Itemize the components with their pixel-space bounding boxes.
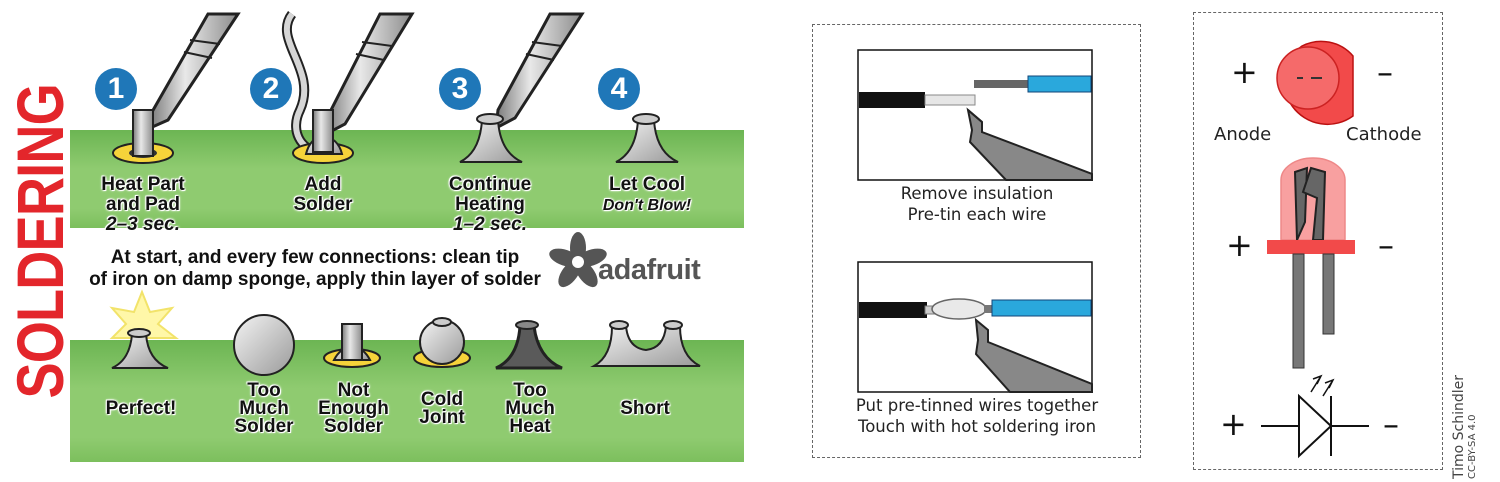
defect-label-cold-joint: Cold Joint (419, 389, 465, 428)
anode-label: Anode (1214, 124, 1272, 145)
iron-step-2 (324, 12, 415, 137)
iron-step-1 (148, 12, 241, 131)
step-4-number: 4 (598, 68, 640, 110)
defect-label-perfect: Perfect! (105, 398, 177, 419)
adafruit-logo-text: adafruit (598, 254, 701, 286)
wire-step-1-caption: Remove insulation Pre-tin each wire (900, 184, 1054, 224)
iron-step-3 (494, 12, 585, 131)
led-symbol-plus: + (1220, 405, 1247, 443)
adafruit-flower-logo (549, 232, 607, 288)
step-2-label: Add Solder (293, 174, 353, 215)
led-illustrations (1261, 40, 1369, 459)
wire-step-2-caption: Put pre-tinned wires together Touch with… (855, 396, 1099, 436)
step-3-number: 3 (439, 68, 481, 110)
cathode-label: Cathode (1346, 124, 1422, 145)
defect-label-short: Short (620, 398, 670, 419)
step-4-label: Let Cool Don't Blow! (602, 174, 692, 215)
step-1-label: Heat Part and Pad 2–3 sec. (101, 174, 185, 235)
led-side-minus: – (1378, 226, 1394, 264)
defect-label-too-much-solder: Too Much Solder (234, 380, 294, 437)
soldering-steps-illustration (109, 10, 701, 376)
step-1-number: 1 (95, 68, 137, 110)
defect-label-not-enough-solder: Not Enough Solder (318, 380, 389, 437)
wire-splice-panel (812, 24, 1141, 458)
led-symbol-minus: – (1383, 405, 1399, 443)
led-top-minus: – (1377, 53, 1393, 91)
defect-label-too-much-heat: Too Much Heat (505, 380, 555, 437)
wire-splice-illustrations (857, 49, 1093, 393)
author-credit: Timo Schindler CC-BY-SA 4.0 (1451, 374, 1478, 479)
cleaning-tip: At start, and every few connections: cle… (89, 247, 541, 290)
step-2-number: 2 (250, 68, 292, 110)
led-polarity-panel (1193, 12, 1443, 470)
led-side-plus: + (1226, 226, 1253, 264)
led-top-plus: + (1231, 53, 1258, 91)
step-3-label: Continue Heating 1–2 sec. (448, 174, 532, 235)
